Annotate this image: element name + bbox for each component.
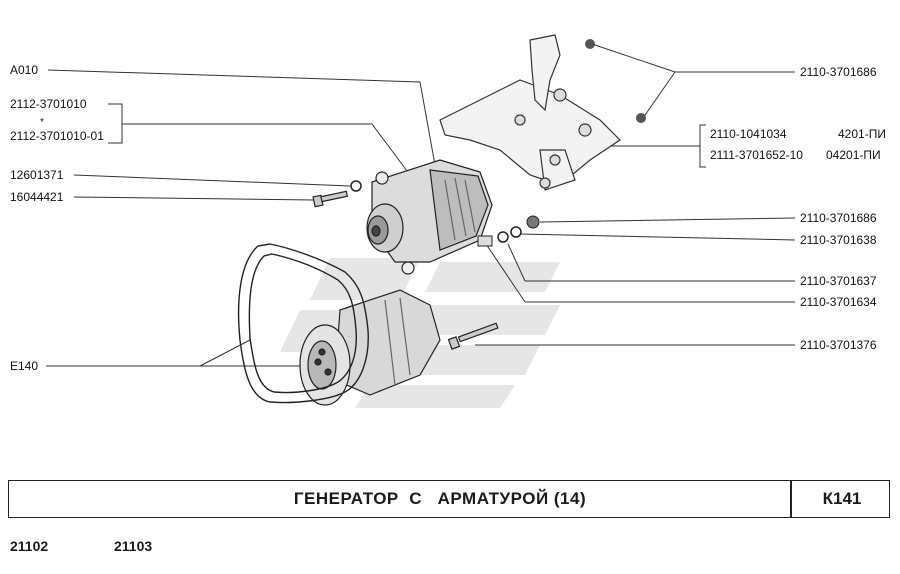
callout-2110-3701376: 2110-3701376 <box>800 338 877 352</box>
callout-variant-4201: 4201-ПИ <box>838 127 886 141</box>
long-bolt <box>447 322 499 350</box>
callout-2112-3701010: 2112-3701010 <box>10 97 87 111</box>
nut-side <box>636 113 646 123</box>
callout-2112-3701010-01: 2112-3701010-01 <box>10 129 104 143</box>
callout-16044421: 16044421 <box>10 190 64 204</box>
callout-2110-3701634: 2110-3701634 <box>800 295 877 309</box>
callout-2110-1041034: 2110-1041034 <box>710 127 787 141</box>
alternator <box>366 159 493 275</box>
model-21103: 21103 <box>114 538 153 554</box>
drive-belt <box>237 243 369 404</box>
callout-variant-04201: 04201-ПИ <box>826 148 881 162</box>
title-divider <box>790 480 792 518</box>
washer-mid-2 <box>497 231 509 243</box>
callout-e140: E140 <box>10 359 39 373</box>
asterisk-mark: * <box>40 117 44 128</box>
bolt-left <box>312 190 349 208</box>
callout-2110-3701686-top: 2110-3701686 <box>800 65 877 79</box>
callout-12601371: 12601371 <box>10 168 64 182</box>
lower-unit <box>299 289 441 406</box>
mounting-bracket <box>439 34 621 191</box>
washer-left <box>350 180 362 192</box>
callout-2110-3701638: 2110-3701638 <box>800 233 877 247</box>
callout-2110-3701686-mid: 2110-3701686 <box>800 211 877 225</box>
washer-mid <box>510 226 522 238</box>
callout-2110-3701637: 2110-3701637 <box>800 274 877 288</box>
nut-mid <box>526 215 540 229</box>
bushing <box>477 235 493 247</box>
callout-2111-3701652-10: 2111-3701652-10 <box>710 148 803 162</box>
page-code: К141 <box>822 489 862 508</box>
nut-top <box>585 39 595 49</box>
model-21102: 21102 <box>10 538 49 554</box>
page-title: ГЕНЕРАТОР С АРМАТУРОЙ (14) <box>293 489 587 508</box>
leader-lines <box>46 43 796 367</box>
title-block <box>8 480 890 518</box>
callout-a010: A010 <box>10 63 39 77</box>
